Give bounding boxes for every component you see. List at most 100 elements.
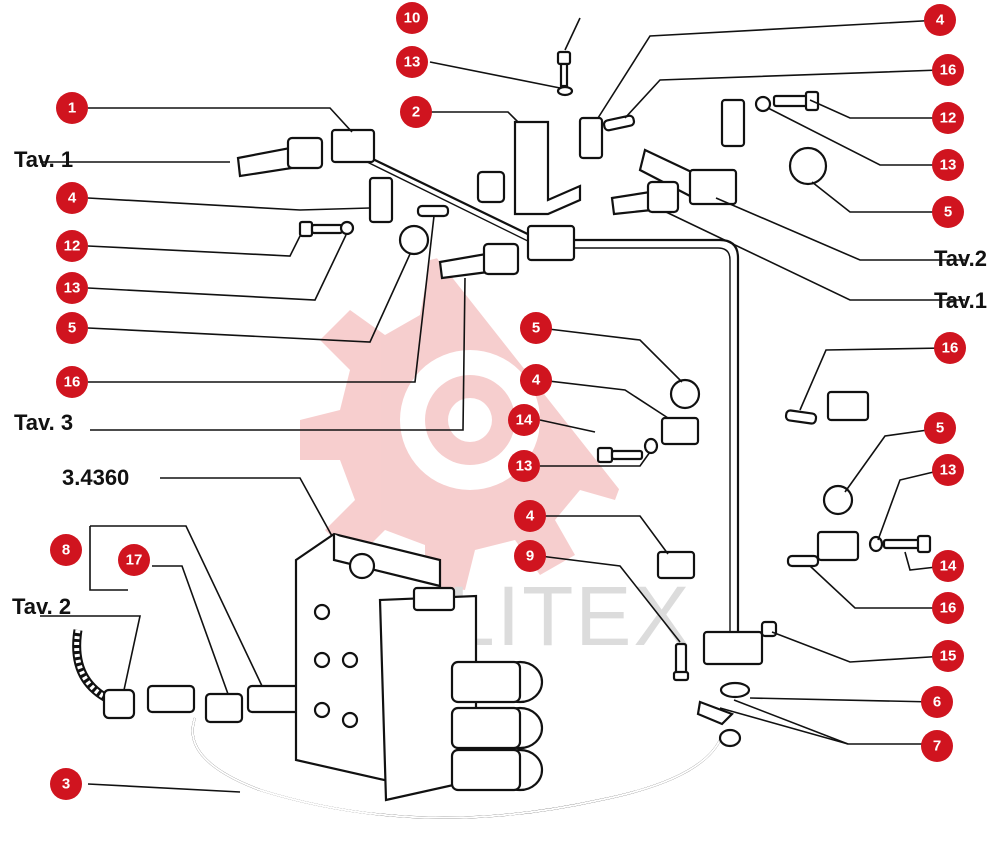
- svg-text:7: 7: [933, 738, 941, 755]
- adapter-17: [204, 684, 304, 724]
- svg-text:8: 8: [62, 542, 70, 559]
- svg-text:16: 16: [940, 600, 957, 617]
- parts: [72, 50, 932, 819]
- bolt-9: [672, 642, 690, 682]
- callout-2: 2: [400, 96, 432, 128]
- bolt-10: [556, 50, 574, 97]
- svg-text:2: 2: [412, 104, 420, 121]
- connector-tav3: [438, 242, 520, 280]
- callout-10: 10: [396, 2, 428, 34]
- ref-tav1-right: Tav.1: [934, 288, 987, 313]
- clamp-4-low: [656, 550, 696, 580]
- svg-text:1: 1: [68, 100, 76, 117]
- callout-4: 4: [514, 500, 546, 532]
- svg-text:4: 4: [936, 12, 945, 29]
- svg-text:6: 6: [933, 694, 941, 711]
- callout-16: 16: [934, 332, 966, 364]
- callout-8: 8: [50, 534, 82, 566]
- svg-text:4: 4: [68, 190, 77, 207]
- svg-text:12: 12: [64, 238, 81, 255]
- callout-6: 6: [921, 686, 953, 718]
- pin-16-left: [416, 204, 450, 218]
- clamp-4-left: [368, 176, 394, 224]
- svg-text:3: 3: [62, 776, 70, 793]
- svg-text:4: 4: [532, 372, 541, 389]
- callout-17: 17: [118, 544, 150, 576]
- svg-text:15: 15: [940, 648, 957, 665]
- ref-tav1-left: Tav. 1: [14, 147, 73, 172]
- callout-5: 5: [520, 312, 552, 344]
- callout-5: 5: [924, 412, 956, 444]
- svg-text:5: 5: [936, 420, 944, 437]
- callout-12: 12: [56, 230, 88, 262]
- svg-text:4: 4: [526, 508, 535, 525]
- callout-13: 13: [932, 454, 964, 486]
- tav2-fitting: [688, 168, 738, 206]
- clamp-right-top: [720, 98, 746, 148]
- bolt-14-mid: [596, 446, 644, 464]
- callout-4: 4: [520, 364, 552, 396]
- hose-end-right: [718, 728, 742, 748]
- callout-7: 7: [921, 730, 953, 762]
- callout-5: 5: [932, 196, 964, 228]
- callout-16: 16: [932, 54, 964, 86]
- washer-13-right: [754, 95, 772, 113]
- svg-text:13: 13: [940, 157, 957, 174]
- ref-tav2-left: Tav. 2: [12, 594, 71, 619]
- clamp-4-top: [578, 116, 604, 160]
- washer-6: [719, 681, 751, 699]
- callout-4: 4: [56, 182, 88, 214]
- callout-9: 9: [514, 540, 546, 572]
- svg-text:16: 16: [940, 62, 957, 79]
- cap-5-right-low: [822, 484, 854, 516]
- pin-16-right-b: [786, 554, 820, 568]
- connector-tav1-right: [610, 180, 680, 216]
- pin-16-top: [602, 114, 636, 132]
- nipple-fitting: [146, 684, 196, 714]
- cap-5-left: [398, 224, 430, 256]
- ref-tav3: Tav. 3: [14, 410, 73, 435]
- cap-5-mid: [669, 378, 701, 410]
- washer-13-mid: [643, 437, 659, 455]
- pipe-fitting-top: [330, 128, 376, 164]
- svg-text:14: 14: [940, 558, 957, 575]
- pipe-fitting-mid: [526, 224, 576, 262]
- callout-13: 13: [56, 272, 88, 304]
- cap-5-right: [788, 146, 828, 186]
- svg-text:14: 14: [516, 412, 533, 429]
- callout-14: 14: [932, 550, 964, 582]
- pipe-base-block: [702, 630, 764, 666]
- svg-text:17: 17: [126, 552, 143, 569]
- callouts: 10 13 4 16 1 2 12 13 5 4 12 13 5 16 5 4 …: [50, 2, 966, 800]
- valve-block: [294, 532, 544, 802]
- svg-text:10: 10: [404, 10, 421, 27]
- svg-text:5: 5: [68, 320, 76, 337]
- svg-text:9: 9: [526, 548, 534, 565]
- screw-15: [760, 620, 778, 638]
- svg-text:5: 5: [944, 204, 952, 221]
- svg-text:13: 13: [940, 462, 957, 479]
- bracket-2: [476, 120, 582, 216]
- callout-16: 16: [932, 592, 964, 624]
- pin-16-right-a: [784, 409, 818, 425]
- hose-tav2-left: [72, 629, 136, 720]
- svg-text:16: 16: [64, 374, 81, 391]
- bolt-14-right: [882, 534, 932, 554]
- svg-text:13: 13: [516, 458, 533, 475]
- svg-text:13: 13: [404, 54, 421, 71]
- callout-13: 13: [396, 46, 428, 78]
- svg-text:12: 12: [940, 110, 957, 127]
- callout-13: 13: [932, 149, 964, 181]
- clamp-right-b: [816, 530, 860, 562]
- clamp-right-a: [826, 390, 870, 422]
- callout-1: 1: [56, 92, 88, 124]
- leader-lines: [40, 17, 965, 793]
- ref-code: 3.4360: [62, 465, 129, 490]
- bolt-12-left: [298, 220, 344, 238]
- svg-text:16: 16: [942, 340, 959, 357]
- callout-4: 4: [924, 4, 956, 36]
- ref-tav2-right: Tav.2: [934, 246, 987, 271]
- callout-12: 12: [932, 102, 964, 134]
- connector-tav1-left: [236, 136, 324, 178]
